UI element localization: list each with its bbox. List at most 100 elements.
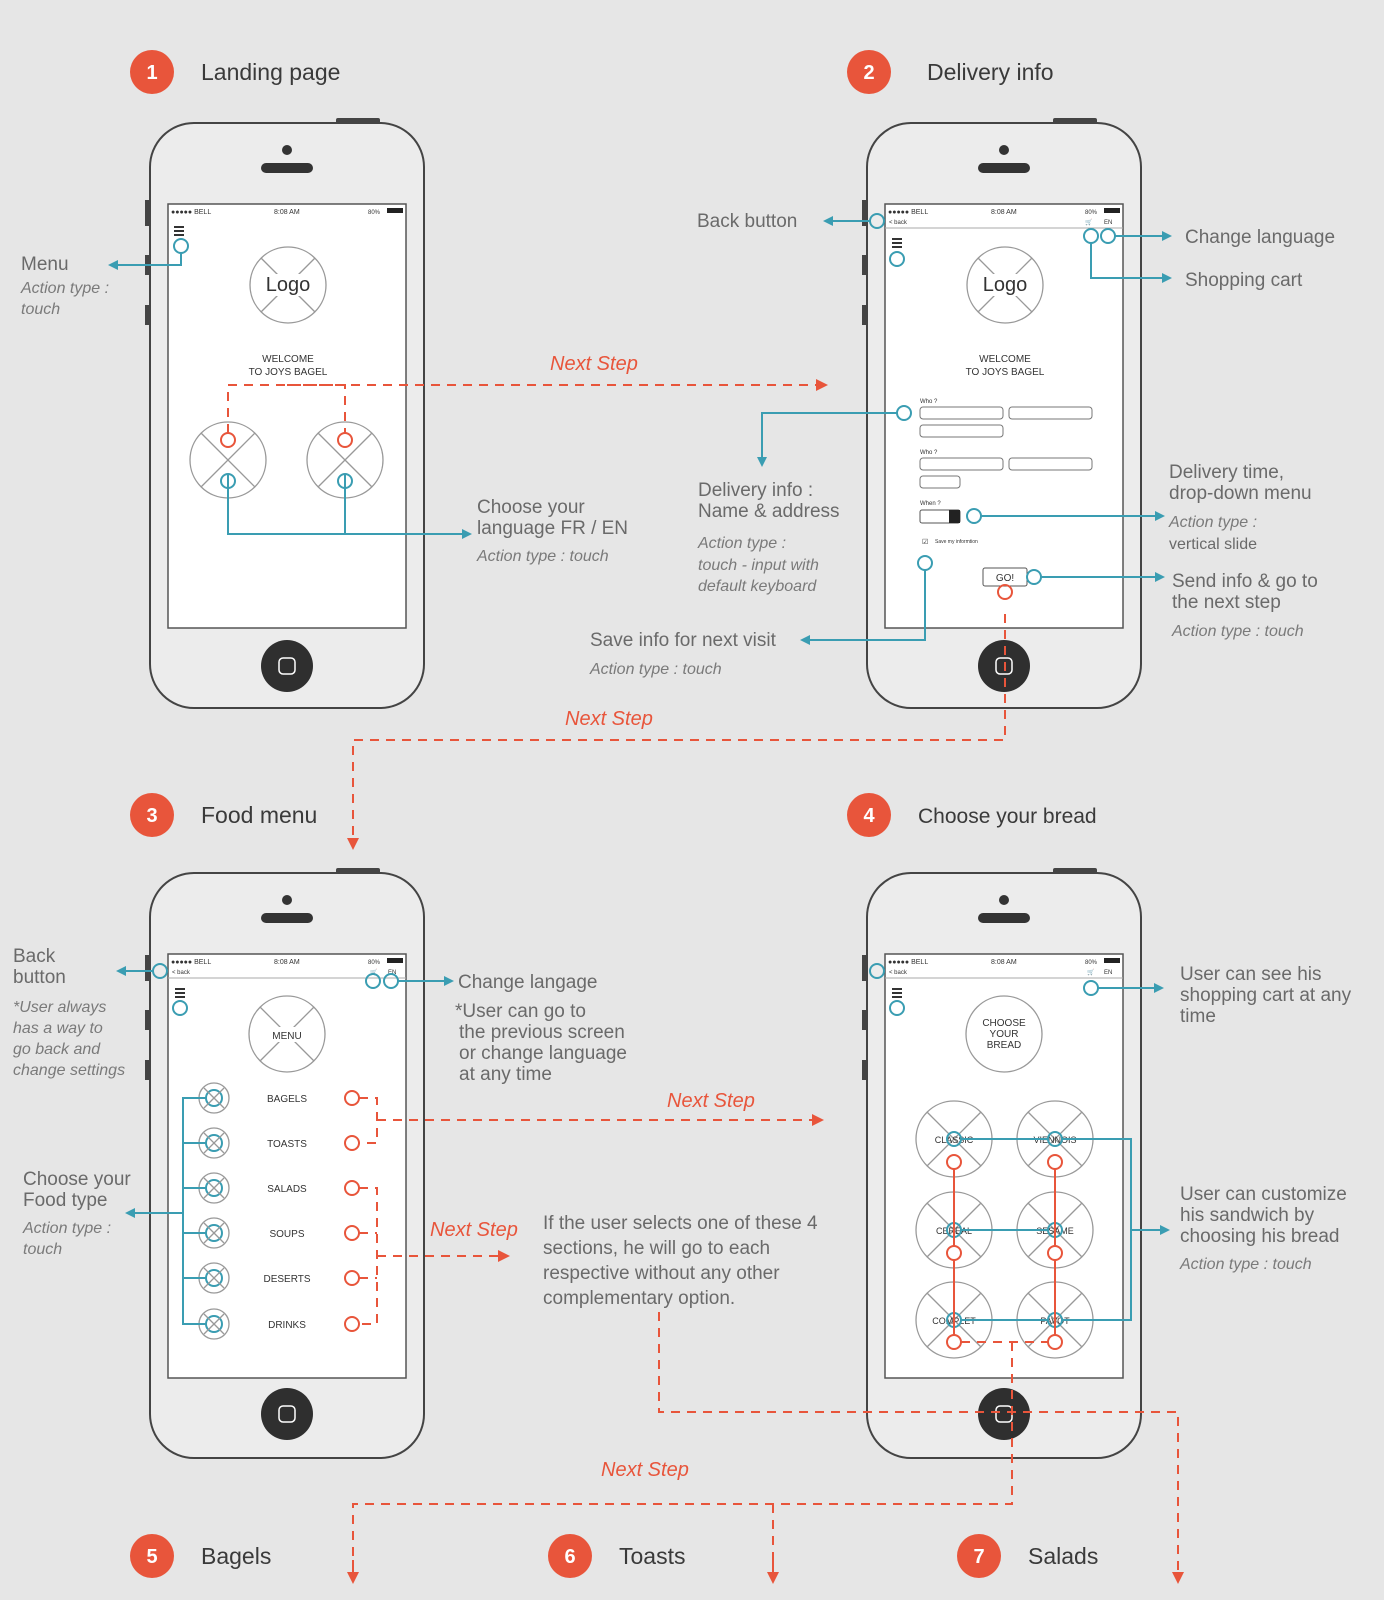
side-button xyxy=(862,255,867,275)
next-step-label: Next Step xyxy=(601,1459,689,1481)
lang-toggle[interactable]: EN xyxy=(1104,970,1112,976)
food-type-action: touch xyxy=(23,1241,62,1258)
food-type-label: Choose your xyxy=(23,1169,131,1190)
back-link[interactable]: < back xyxy=(172,970,191,976)
phone-bread: ●●●●● BELL 8:08 AM 80% < back 🛒 EN CHOOS… xyxy=(862,868,1142,1459)
hamburger-icon[interactable] xyxy=(174,226,184,236)
section-1-header: 1 Landing page xyxy=(130,50,340,94)
cart-any-time-note: User can see his xyxy=(1180,964,1322,985)
home-button-icon xyxy=(995,657,1013,675)
bread-title-line: CHOOSE xyxy=(982,1018,1026,1029)
step-badge-5 xyxy=(130,1534,174,1578)
name-field[interactable] xyxy=(1008,406,1093,420)
cart-icon[interactable]: 🛒 xyxy=(370,968,378,976)
name-field[interactable] xyxy=(919,406,1004,420)
phone-screen xyxy=(167,953,407,1379)
back-note: change settings xyxy=(13,1062,125,1079)
side-button xyxy=(862,1060,867,1080)
next-step-label: Next Step xyxy=(550,353,638,375)
side-button xyxy=(862,955,867,981)
checkbox-icon[interactable]: ☑ xyxy=(922,538,928,546)
delivery-info-action: Action type : xyxy=(697,535,786,552)
step-number-3: 3 xyxy=(146,805,157,827)
next-step-2-connector xyxy=(347,614,1006,850)
cart-connector xyxy=(1090,243,1172,283)
save-info-annotation: Save info for next visit xyxy=(590,630,777,651)
next-hotspot[interactable] xyxy=(997,584,1013,600)
hamburger-icon[interactable] xyxy=(175,988,185,998)
next-step-1-connector xyxy=(227,385,826,433)
back-note: go back and xyxy=(13,1041,101,1058)
send-info-action: Action type : touch xyxy=(1171,623,1304,640)
step-number-6: 6 xyxy=(564,1546,575,1568)
section-2-header: 2 Delivery info xyxy=(847,50,1054,94)
change-note: or change language xyxy=(459,1043,627,1064)
status-battery: 80% xyxy=(368,960,381,966)
hamburger-icon[interactable] xyxy=(892,988,902,998)
address-field[interactable] xyxy=(1008,457,1093,471)
four-sections-note: sections, he will go to each xyxy=(543,1238,770,1259)
delivery-time-action: vertical slide xyxy=(1169,536,1257,553)
next-step-label: Next Step xyxy=(667,1090,755,1112)
phone-screen xyxy=(167,203,407,629)
food-item-bagels[interactable]: BAGELS xyxy=(198,1082,360,1114)
back-button-label: button xyxy=(13,967,66,988)
customize-note: choosing his bread xyxy=(1180,1226,1340,1247)
food-label: TOASTS xyxy=(267,1139,307,1150)
food-label: BAGELS xyxy=(267,1094,307,1105)
section-title-salads: Salads xyxy=(1028,1543,1098,1569)
lang-toggle[interactable]: EN xyxy=(1104,220,1112,226)
menu-hotspot[interactable] xyxy=(889,1000,905,1016)
section-title-landing: Landing page xyxy=(201,59,340,85)
bread-title-line: YOUR xyxy=(990,1029,1019,1040)
status-time: 8:08 AM xyxy=(274,209,300,216)
side-button xyxy=(862,200,867,226)
save-connector xyxy=(800,570,926,645)
cart-icon[interactable]: 🛒 xyxy=(1087,968,1095,976)
save-info-label: Save my informtion xyxy=(935,539,978,545)
delivery-info-label: Delivery info : xyxy=(698,480,813,501)
lang-toggle[interactable]: EN xyxy=(388,970,396,976)
phone-landing: ●●●●● BELL 8:08 AM 80% Logo WELCOME TO J… xyxy=(145,118,425,709)
delivery-time-action: Action type : xyxy=(1168,514,1257,531)
section-4-header: 4 Choose your bread xyxy=(847,793,1097,837)
status-time: 8:08 AM xyxy=(274,959,300,966)
form-connector xyxy=(757,412,897,467)
front-camera xyxy=(999,895,1009,905)
back-link[interactable]: < back xyxy=(889,970,908,976)
speaker xyxy=(261,163,313,173)
back-link[interactable]: < back xyxy=(889,220,908,226)
change-note: *User can go to xyxy=(455,1001,586,1022)
cart-hotspot[interactable] xyxy=(365,973,381,989)
welcome-line-2: TO JOYS BAGEL xyxy=(966,367,1045,378)
front-camera xyxy=(999,145,1009,155)
home-button-icon xyxy=(278,1405,296,1423)
delivery-time-label: drop-down menu xyxy=(1169,483,1312,504)
other-sections-connector xyxy=(359,1187,508,1325)
arrow-to-salads xyxy=(658,1312,1184,1584)
customize-note: his sandwich by xyxy=(1180,1205,1315,1226)
menu-hotspot[interactable] xyxy=(889,251,905,267)
cart-icon[interactable]: 🛒 xyxy=(1085,218,1093,226)
status-carrier: ●●●●● BELL xyxy=(888,209,928,216)
lang-connector xyxy=(227,474,470,534)
speaker xyxy=(261,913,313,923)
address-field[interactable] xyxy=(919,475,961,489)
power-button xyxy=(336,868,380,874)
section-title-delivery: Delivery info xyxy=(927,59,1054,85)
step-number-2: 2 xyxy=(863,62,874,84)
save-info-action: Action type : touch xyxy=(589,661,722,678)
delivery-time-label: Delivery time, xyxy=(1169,462,1284,483)
logo-text: Logo xyxy=(266,274,311,296)
menu-hotspot[interactable] xyxy=(172,1000,188,1016)
step-number-4: 4 xyxy=(863,805,875,827)
step-badge-3 xyxy=(130,793,174,837)
who-label: Who ? xyxy=(920,450,938,456)
hamburger-icon[interactable] xyxy=(892,238,902,248)
next-step-label: Next Step xyxy=(430,1219,518,1241)
name-field[interactable] xyxy=(919,424,1004,438)
back-button-label: Back button xyxy=(697,211,797,232)
back-hotspot[interactable] xyxy=(869,963,885,979)
address-field[interactable] xyxy=(919,457,1004,471)
